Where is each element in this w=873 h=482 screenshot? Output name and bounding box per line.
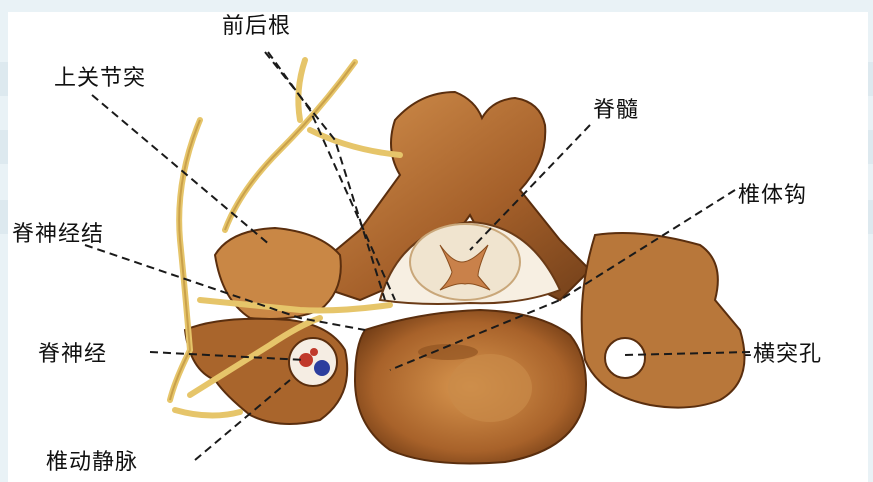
label-spinal-ganglion: 脊神经结 — [12, 222, 104, 248]
label-uncinate-process: 椎体钩 — [738, 183, 807, 209]
label-transverse-foramen: -横突孔 — [744, 342, 822, 368]
label-spinal-nerve: 脊神经 — [38, 342, 107, 368]
label-superior-articular-process: 上关节突 — [54, 66, 146, 92]
vertebral-vein — [314, 360, 330, 376]
left-transverse-foramen — [289, 338, 337, 386]
label-anterior-posterior-root: 前后根 — [222, 14, 291, 40]
transverse-foramen — [605, 338, 645, 378]
vertebral-artery — [299, 353, 313, 367]
right-articular-process — [582, 233, 745, 408]
label-spinal-cord: 脊髓 — [593, 98, 639, 124]
label-vertebral-artery-vein: 椎动静脉 — [46, 450, 138, 476]
